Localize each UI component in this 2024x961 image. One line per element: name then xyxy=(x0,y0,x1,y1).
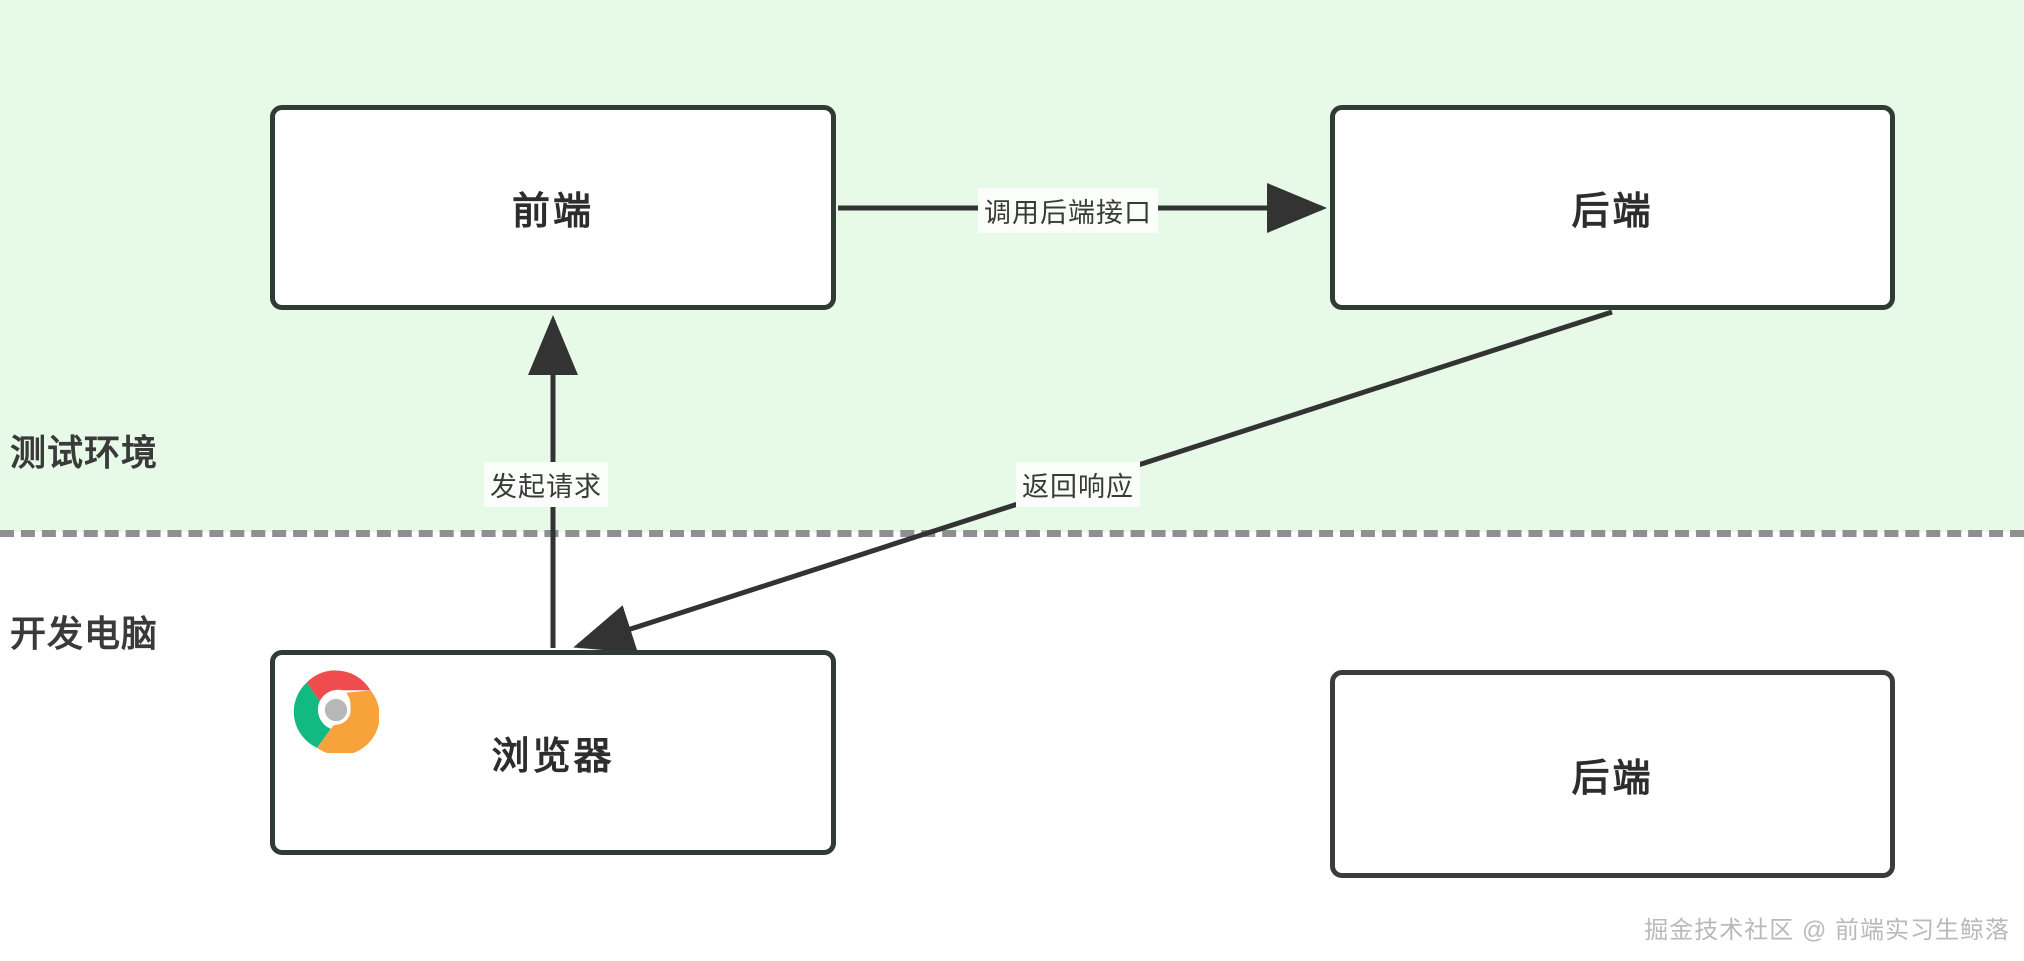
zone-divider-dashed-line xyxy=(0,530,2024,537)
zone-label-dev-machine: 开发电脑 xyxy=(10,613,159,654)
node-backend-top[interactable]: 后端 xyxy=(1330,105,1895,310)
node-frontend[interactable]: 前端 xyxy=(270,105,836,310)
watermark-text: 掘金技术社区 @ 前端实习生鲸落 xyxy=(1644,917,2010,944)
node-backend-top-label: 后端 xyxy=(1571,191,1654,233)
edge-label-return-response: 返回响应 xyxy=(1016,462,1140,507)
edge-label-call-backend-api: 调用后端接口 xyxy=(978,188,1158,233)
node-backend-bottom[interactable]: 后端 xyxy=(1330,670,1895,878)
node-frontend-label: 前端 xyxy=(511,191,594,233)
chrome-icon xyxy=(293,670,379,753)
node-backend-bottom-label: 后端 xyxy=(1571,757,1654,800)
node-browser-label: 浏览器 xyxy=(491,736,615,778)
zone-label-test-environment: 测试环境 xyxy=(10,432,159,473)
edge-label-send-request: 发起请求 xyxy=(484,462,608,507)
node-browser[interactable]: 浏览器 xyxy=(270,650,836,855)
